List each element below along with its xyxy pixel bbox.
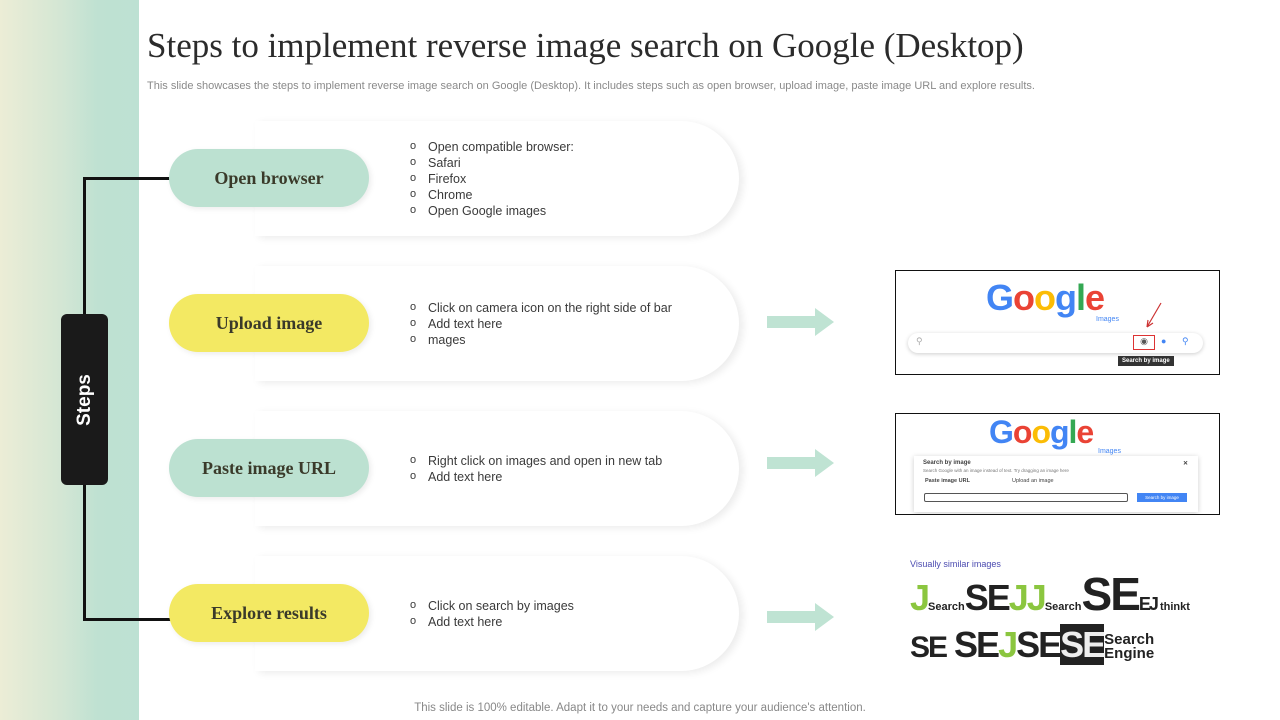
red-arrow-icon <box>1146 302 1162 328</box>
step-pill-explore-results: Explore results <box>169 584 369 642</box>
step-pill-upload-image: Upload image <box>169 294 369 352</box>
connector-line <box>83 618 171 621</box>
bullet-item: Firefox <box>410 170 574 187</box>
right-arrow-icon <box>767 449 834 477</box>
page-subtitle: This slide showcases the steps to implem… <box>147 80 1035 92</box>
step-pill-open-browser: Open browser <box>169 149 369 207</box>
bullet-item: Click on search by images <box>410 597 574 614</box>
step-pill-paste-image-url: Paste image URL <box>169 439 369 497</box>
search-by-image-screenshot: Google Images Search by image ✕ Search G… <box>895 413 1220 515</box>
mic-icon: ● <box>1161 336 1167 346</box>
tooltip: Search by image <box>1118 356 1174 366</box>
close-icon: ✕ <box>1182 461 1188 467</box>
step-bullets: Open compatible browser: Safari Firefox … <box>410 138 574 219</box>
bullet-item: Open compatible browser: <box>410 138 574 155</box>
step-bullets: Right click on images and open in new ta… <box>410 452 662 485</box>
visually-similar-images-screenshot: Visually similar images JSearchSEJJSearc… <box>905 555 1195 667</box>
logo-subtext: Images <box>1096 316 1119 323</box>
connector-line <box>83 177 171 180</box>
search-bar: ⚲ ◉ ● ⚲ <box>908 333 1203 353</box>
step-bullets: Click on camera icon on the right side o… <box>410 299 672 348</box>
bullet-item: Add text here <box>410 613 574 630</box>
step-bullets: Click on search by images Add text here <box>410 597 574 630</box>
steps-label: Steps <box>73 373 95 426</box>
dialog-title: Search by image <box>923 460 971 466</box>
bullet-item: Add text here <box>410 315 672 332</box>
bullet-item: Click on camera icon on the right side o… <box>410 299 672 316</box>
bullet-item: mages <box>410 331 672 348</box>
similar-images-label: Visually similar images <box>910 559 1001 569</box>
footer-note: This slide is 100% editable. Adapt it to… <box>414 702 866 714</box>
bullet-item: Chrome <box>410 186 574 203</box>
image-url-input <box>924 493 1128 502</box>
right-arrow-icon <box>767 603 834 631</box>
search-by-image-dialog: Search by image ✕ Search Google with an … <box>914 456 1198 512</box>
bullet-item: Right click on images and open in new ta… <box>410 452 662 469</box>
page-title: Steps to implement reverse image search … <box>147 26 1024 65</box>
logo-subtext: Images <box>1098 448 1121 455</box>
search-icon: ⚲ <box>916 336 923 346</box>
dialog-description: Search Google with an image instead of t… <box>923 468 1069 473</box>
search-icon: ⚲ <box>1182 336 1189 346</box>
google-images-screenshot: Google Images ⚲ ◉ ● ⚲ Search by image <box>895 270 1220 375</box>
bullet-item: Open Google images <box>410 202 574 219</box>
google-logo: Google <box>989 414 1094 450</box>
right-arrow-icon <box>767 308 834 336</box>
similar-images-grid: JSearchSEJJSearchSEEJ thinkt SE SEJSESES… <box>910 568 1190 665</box>
tab-upload-image: Upload an image <box>1012 478 1054 484</box>
camera-icon: ◉ <box>1133 335 1155 350</box>
tab-paste-url: Paste image URL <box>925 478 970 484</box>
search-by-image-button: Search by image <box>1137 493 1187 502</box>
bullet-item: Add text here <box>410 468 662 485</box>
google-logo: Google <box>986 277 1105 318</box>
bullet-item: Safari <box>410 154 574 171</box>
steps-label-box: Steps <box>61 314 108 485</box>
